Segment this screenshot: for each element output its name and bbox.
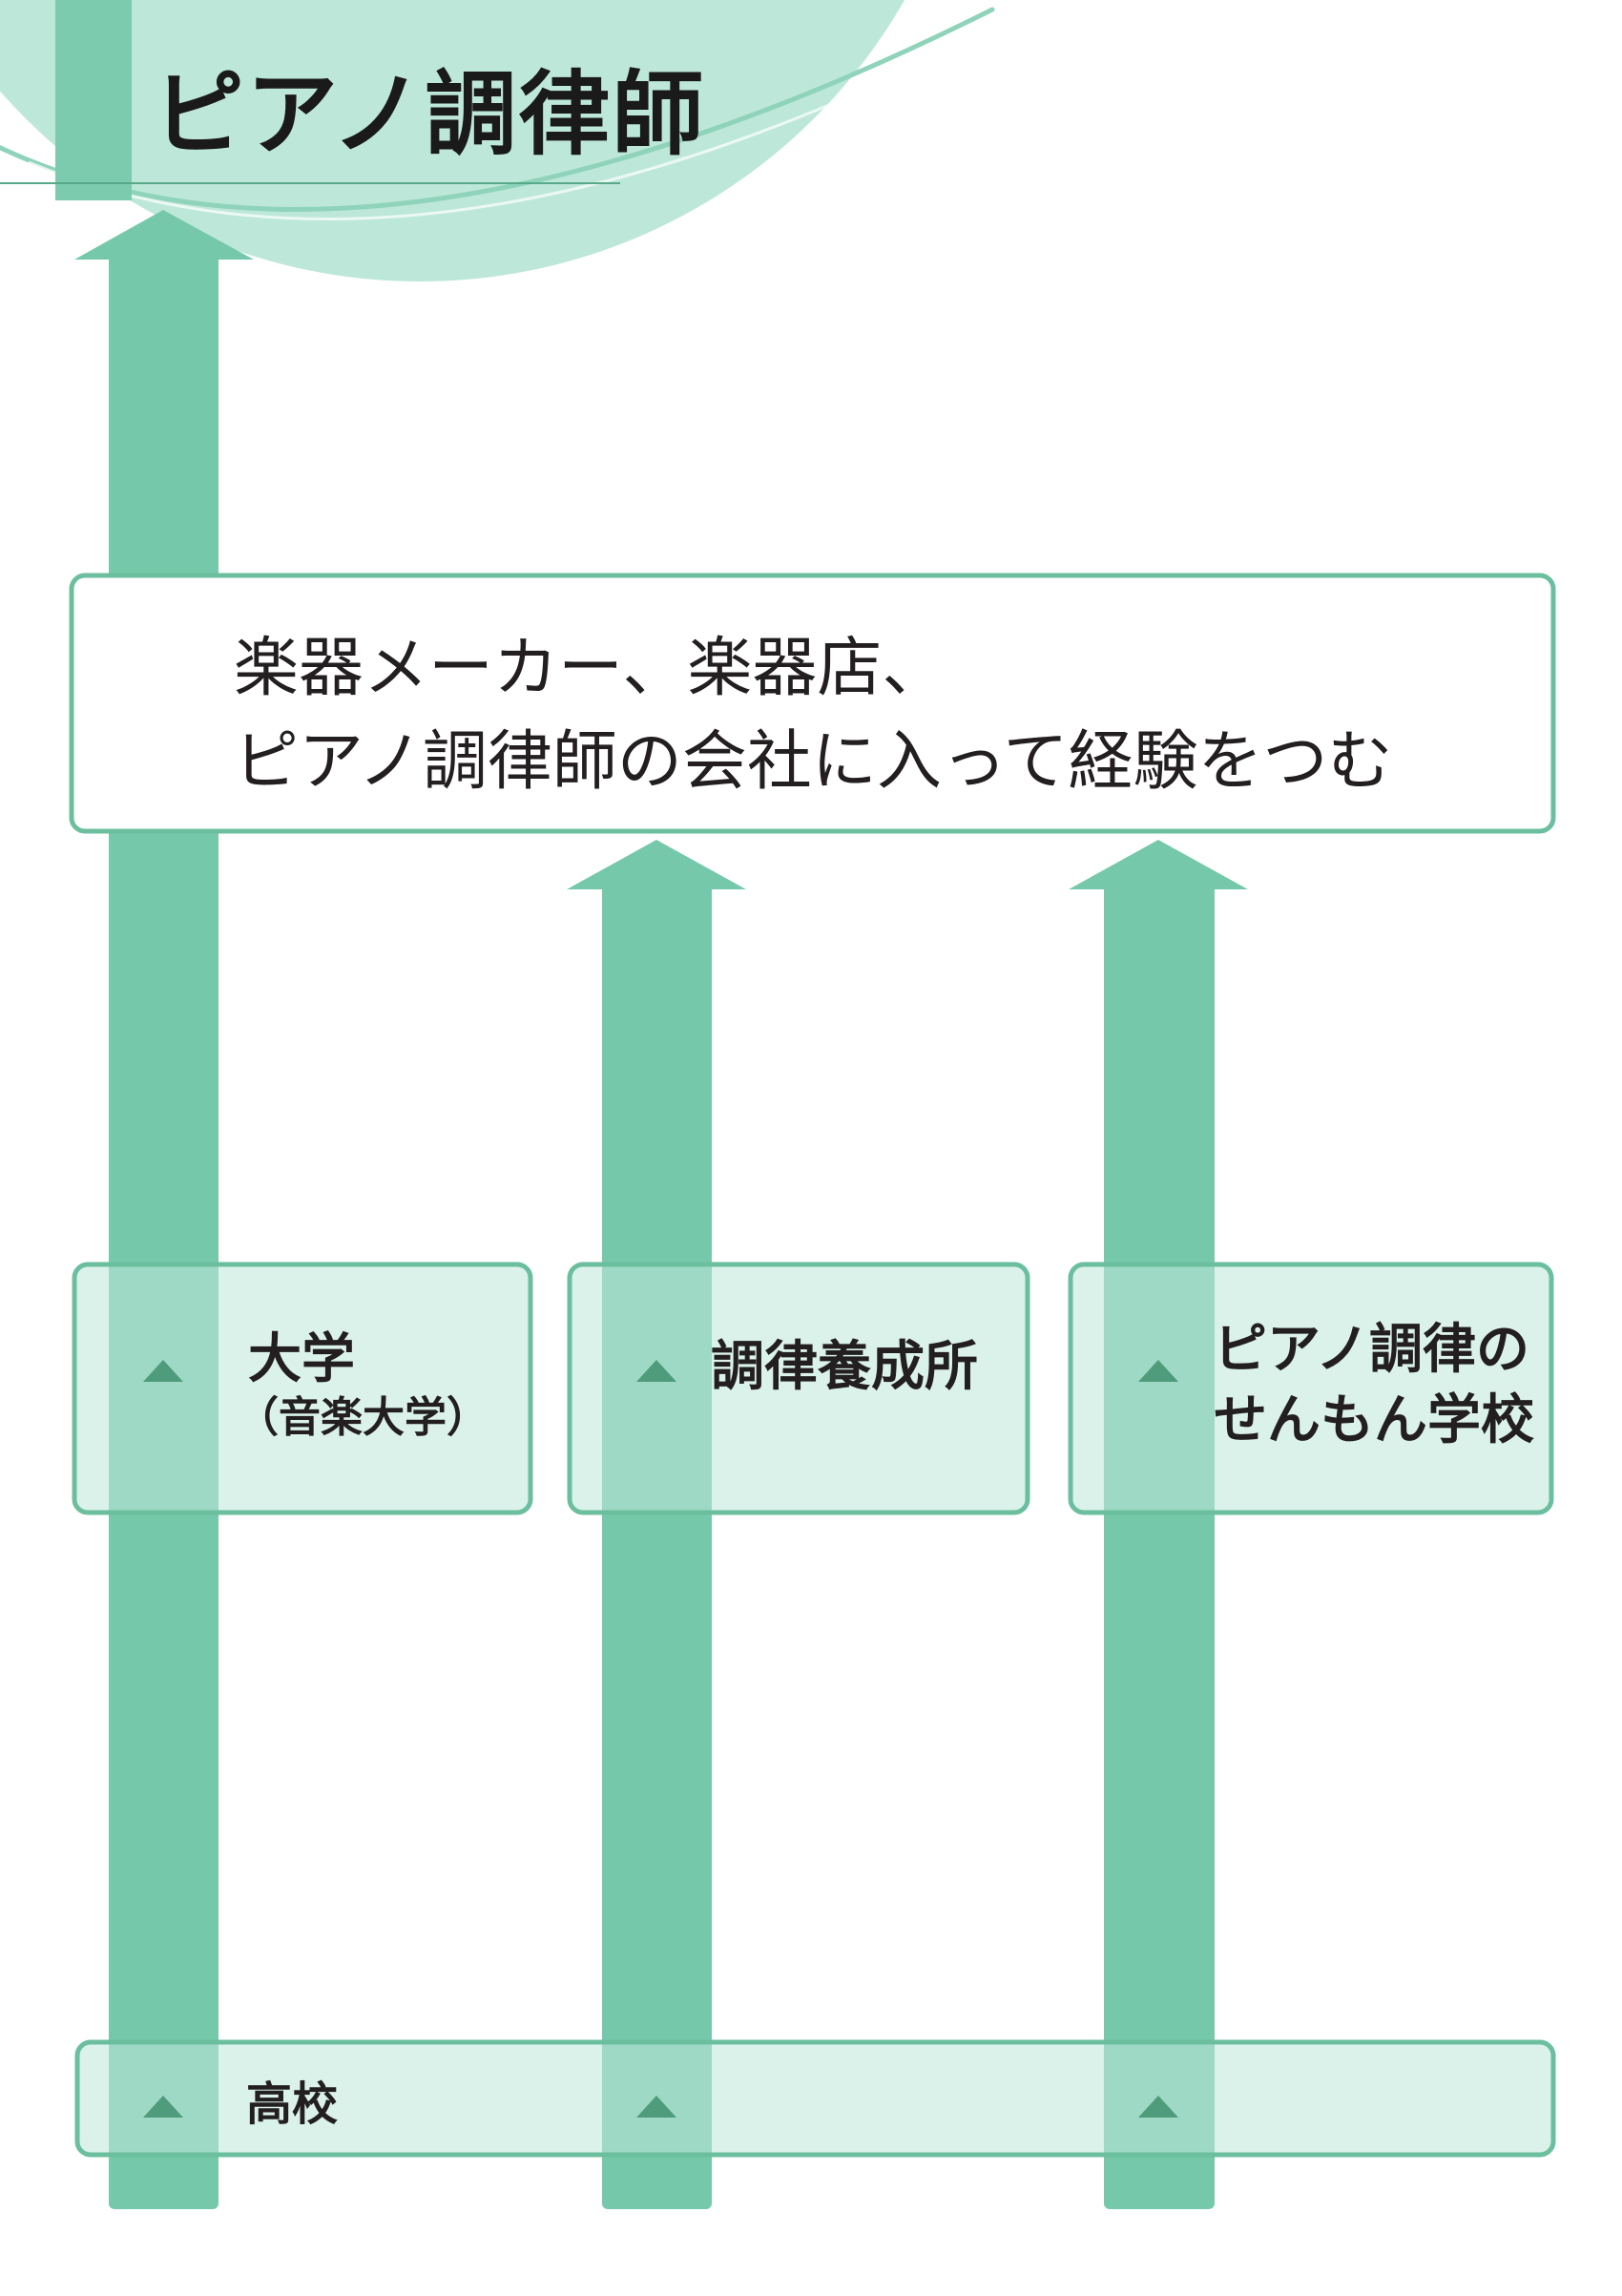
arrows xyxy=(74,210,1248,2209)
arrow-head-right xyxy=(1069,840,1248,889)
arrow-head-middle xyxy=(567,840,746,889)
arrow-shaft-middle xyxy=(602,883,712,2209)
path-label-university-main: 大学 xyxy=(248,1328,355,1390)
step-markers xyxy=(143,1360,1178,2118)
arrow-shaft-right xyxy=(1104,883,1215,2209)
start-label-high-school: 高校 xyxy=(246,2077,339,2131)
path-label-university-sub: （音楽大学） xyxy=(237,1393,489,1442)
marker-triangle-hs-left xyxy=(143,2096,183,2118)
header-circle xyxy=(0,0,905,282)
header-circle-brush-stroke-2 xyxy=(28,55,936,221)
path-label-training-course-main: 調律養成所 xyxy=(711,1336,978,1398)
path-label-vocational-school-line-2: せんもん学校 xyxy=(1214,1389,1534,1451)
goal-text: 楽器メーカー、楽器店、 ピアノ調律師の会社に入って経験をつむ xyxy=(234,622,1541,809)
path-label-vocational-school: ピアノ調律の せんもん学校 xyxy=(1214,1315,1534,1456)
goal-text-line-1: 楽器メーカー、楽器店、 xyxy=(234,631,947,706)
path-label-university: 大学 （音楽大学） xyxy=(237,1328,489,1445)
goal-text-line-2: ピアノ調律師の会社に入って経験をつむ xyxy=(234,724,1393,800)
path-box-university xyxy=(72,1262,533,1515)
page-title: ピアノ調律師 xyxy=(153,60,706,168)
marker-triangle-univ xyxy=(143,1360,183,1382)
goal-box xyxy=(69,573,1556,834)
arrow-head-left xyxy=(74,210,254,260)
header-bar xyxy=(55,0,132,200)
path-box-vocational-school xyxy=(1068,1262,1554,1515)
arrow-shaft-left xyxy=(109,253,218,2209)
path-box-training-course xyxy=(567,1262,1030,1515)
marker-triangle-hs-middle xyxy=(636,2096,676,2118)
marker-triangle-school xyxy=(1138,1360,1178,1382)
marker-triangle-course xyxy=(636,1360,676,1382)
marker-triangle-hs-right xyxy=(1138,2096,1178,2118)
path-label-vocational-school-line-1: ピアノ調律の xyxy=(1214,1319,1529,1381)
start-box xyxy=(74,2039,1556,2158)
path-label-training-course: 調律養成所 xyxy=(711,1336,978,1399)
